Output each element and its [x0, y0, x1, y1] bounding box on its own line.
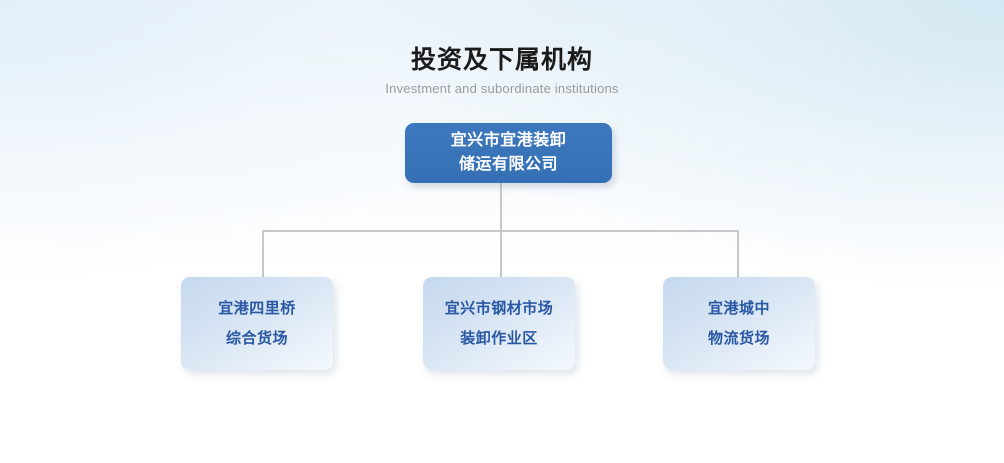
- root-node-line-2: 储运有限公司: [458, 156, 558, 173]
- connector-drop-child-1: [262, 230, 264, 277]
- child-node-3[interactable]: 宜港城中 物流货场: [663, 277, 815, 370]
- child-node-2-line-1: 宜兴市钢材市场: [444, 299, 554, 317]
- child-node-2-line-2: 装卸作业区: [460, 329, 538, 347]
- child-node-3-line-1: 宜港城中: [707, 299, 770, 317]
- connector-drop-child-2: [500, 230, 502, 277]
- connector-root-stem: [500, 183, 502, 231]
- child-node-2[interactable]: 宜兴市钢材市场 装卸作业区: [423, 277, 575, 370]
- connector-drop-child-3: [737, 230, 739, 277]
- page-title: 投资及下属机构: [410, 46, 593, 74]
- page-heading: 投资及下属机构 Investment and subordinate insti…: [0, 44, 1004, 97]
- root-node[interactable]: 宜兴市宜港装卸 储运有限公司: [405, 123, 612, 183]
- root-node-line-1: 宜兴市宜港装卸: [450, 132, 567, 149]
- child-node-1-line-1: 宜港四里桥: [218, 299, 296, 317]
- child-node-3-line-2: 物流货场: [707, 329, 770, 347]
- page-subtitle: Investment and subordinate institutions: [385, 81, 619, 96]
- connector-horizontal-bus: [262, 230, 739, 232]
- child-node-1-line-2: 综合货场: [225, 329, 288, 347]
- child-node-1[interactable]: 宜港四里桥 综合货场: [181, 277, 333, 370]
